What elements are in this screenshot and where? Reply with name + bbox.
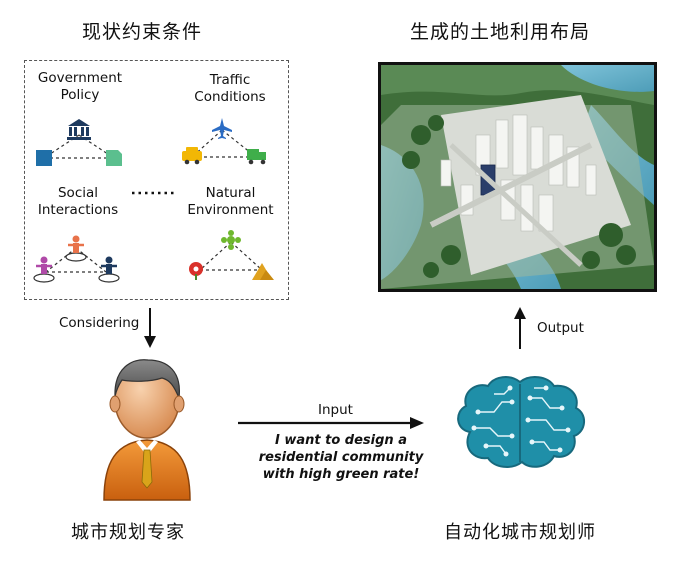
quote-line-1: I want to design a xyxy=(275,433,407,448)
city-rendering xyxy=(381,65,654,289)
quote-line-3: with high green rate! xyxy=(262,467,420,482)
truck-icon xyxy=(247,149,266,165)
constraints-box xyxy=(24,60,289,300)
government-triangle xyxy=(36,119,122,166)
government-policy-label: Government Policy xyxy=(37,70,123,103)
considering-label: Considering xyxy=(59,315,140,331)
people-icon xyxy=(33,235,120,283)
airplane-icon xyxy=(212,118,232,139)
traffic-conditions-label: Traffic Conditions xyxy=(194,72,266,105)
left-title: 现状约束条件 xyxy=(82,21,203,43)
urban-planner-avatar xyxy=(103,359,191,501)
natural-triangle xyxy=(189,230,274,280)
input-arrow xyxy=(238,417,424,429)
document-icon-green xyxy=(106,150,122,166)
social-triangle xyxy=(33,235,120,283)
flower-icon xyxy=(189,262,203,280)
bank-icon xyxy=(67,119,91,140)
mountain-icon xyxy=(252,263,274,280)
land-use-layout-image xyxy=(378,62,657,292)
quote-line-2: residential community xyxy=(258,450,424,465)
plant-icon xyxy=(221,230,241,250)
natural-environment-label: Natural Environment xyxy=(187,185,274,218)
design-request-quote: I want to design a residential community… xyxy=(246,432,436,483)
constraints-icons xyxy=(33,118,274,283)
ai-brain-icon xyxy=(457,376,585,468)
ai-planner-label: 自动化城市规划师 xyxy=(444,522,596,543)
document-icon-blue xyxy=(36,150,52,166)
right-title: 生成的土地利用布局 xyxy=(410,21,591,43)
output-arrow xyxy=(514,307,526,349)
input-label: Input xyxy=(318,402,353,418)
output-label: Output xyxy=(537,320,584,336)
considering-arrow xyxy=(144,308,156,348)
taxi-icon xyxy=(182,147,202,165)
social-interactions-label: Social Interactions xyxy=(37,185,119,218)
urban-planner-label: 城市规划专家 xyxy=(71,522,185,543)
traffic-triangle xyxy=(182,118,266,165)
